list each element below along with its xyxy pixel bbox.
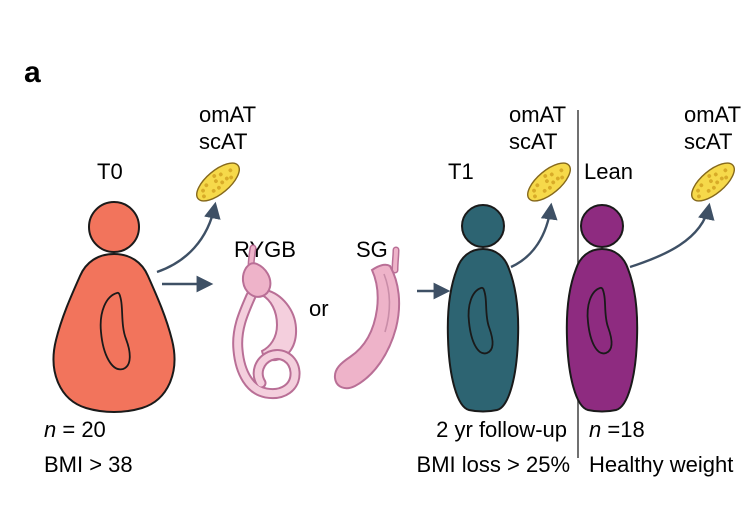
t1-person — [446, 204, 520, 413]
obese-person — [52, 201, 176, 414]
adipose-blob-left-dots — [201, 168, 234, 199]
t1-label: T1 — [448, 159, 474, 184]
adipose-blob-left-body — [196, 162, 240, 202]
adipose-blob-middle-body — [527, 162, 571, 202]
adipose-blob-middle-dots — [532, 168, 565, 199]
lean-person-head — [580, 204, 624, 248]
arrows — [156, 201, 715, 300]
omat-label-right: omAT — [684, 102, 741, 127]
arrow-t0-to-adipose — [156, 201, 221, 274]
sg-staple-line — [383, 273, 391, 333]
lean-criterion: Healthy weight — [589, 452, 733, 477]
arrow-t1-to-adipose — [510, 202, 558, 269]
or-label: or — [309, 296, 329, 321]
sg-sleeve-stomach — [333, 263, 401, 390]
baseline-n-rest: = 20 — [56, 417, 106, 442]
baseline-criterion: BMI > 38 — [44, 452, 133, 477]
omat-label-middle: omAT — [509, 102, 566, 127]
t1-person-head — [461, 204, 505, 248]
rygb-label: RYGB — [234, 237, 296, 262]
arrow-lean-to-adipose — [629, 202, 715, 269]
stomach-outline-t1 — [467, 286, 494, 355]
scat-label-left: scAT — [199, 129, 247, 154]
rygb-intestine-loop — [234, 292, 299, 398]
adipose-blob-middle — [527, 162, 571, 202]
lean-n-prefix: n — [589, 417, 601, 442]
adipose-blob-right-dots — [696, 168, 729, 199]
t1-person-body — [446, 247, 520, 413]
panel-label: a — [24, 56, 41, 89]
lean-person-body — [565, 247, 639, 413]
followup-line2: BMI loss > 25% — [417, 452, 570, 477]
adipose-blob-right-body — [691, 162, 735, 202]
obese-person-head — [88, 201, 140, 253]
followup-line1: 2 yr follow-up — [436, 417, 567, 442]
lean-person — [565, 204, 639, 413]
adipose-blob-right — [691, 162, 735, 202]
lean-label: Lean — [584, 159, 633, 184]
sg-label: SG — [356, 237, 388, 262]
baseline-n-prefix: n — [44, 417, 56, 442]
sg-esophagus — [393, 248, 398, 272]
adipose-blob-left — [196, 162, 240, 202]
omat-label-left: omAT — [199, 102, 256, 127]
lean-n-rest: =18 — [601, 417, 644, 442]
scat-label-middle: scAT — [509, 129, 557, 154]
scat-label-right: scAT — [684, 129, 732, 154]
rygb-drawing — [232, 244, 301, 400]
baseline-n: n = 20 — [44, 417, 106, 442]
lean-n: n =18 — [589, 417, 645, 442]
stomach-outline-lean — [586, 286, 613, 355]
stomach-outline-t0 — [99, 291, 131, 371]
t0-label: T0 — [97, 159, 123, 184]
obese-person-body — [52, 252, 176, 414]
rygb-gastric-pouch — [241, 262, 272, 298]
sg-drawing — [333, 246, 401, 390]
